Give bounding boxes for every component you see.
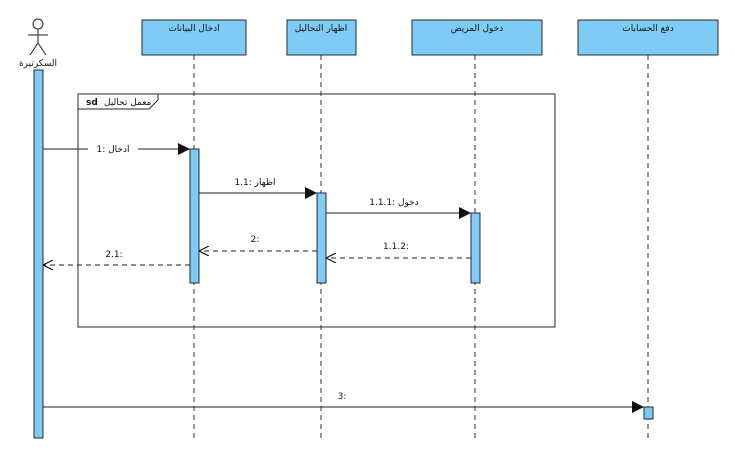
- message-2: 2:: [199, 235, 317, 251]
- activation-patient-entry: [470, 212, 481, 284]
- participant-data-entry: ادخال البيانات: [141, 19, 247, 56]
- activation-data-entry: [189, 148, 200, 284]
- participant-label: دفع الحسابات: [622, 24, 674, 34]
- actor-label: السكرتيرة: [19, 59, 57, 69]
- message-3: 3:: [43, 392, 644, 413]
- sd-frame: sd معمل تحاليل: [77, 93, 556, 328]
- activation-show-analyses: [316, 192, 327, 284]
- message-label: 3:: [338, 392, 347, 402]
- message-1-1-2: 1.1.2:: [326, 242, 471, 258]
- message-1-1: 1.1: اظهار: [199, 178, 317, 199]
- frame-tag: sd: [86, 98, 98, 108]
- actor-activation-bar: [33, 69, 44, 439]
- participant-label: ادخال البيانات: [168, 24, 219, 34]
- frame-name: معمل تحاليل: [104, 98, 152, 108]
- participant-pay-bills: دفع الحسابات: [577, 19, 719, 56]
- message-label: 1.1.1: دخول: [369, 198, 419, 208]
- participant-patient-entry: دخول المريض: [411, 19, 543, 56]
- message-label: 2:: [251, 235, 260, 245]
- message-1: 1: ادخال: [43, 143, 190, 155]
- actor-secretary: السكرتيرة: [19, 18, 57, 69]
- participant-show-analyses: اظهار التحاليل: [286, 19, 357, 56]
- actor-head-icon: [32, 18, 44, 30]
- participant-label: اظهار التحاليل: [295, 24, 348, 34]
- message-label: 1.1.2:: [383, 242, 409, 252]
- message-label: 1: ادخال: [97, 145, 130, 155]
- participant-label: دخول المريض: [451, 24, 504, 34]
- message-2-1: 2.1:: [43, 250, 190, 265]
- activation-pay-bills: [643, 406, 654, 420]
- message-1-1-1: 1.1.1: دخول: [326, 198, 471, 219]
- message-label: 2.1:: [105, 250, 122, 260]
- message-label: 1.1: اظهار: [234, 178, 275, 188]
